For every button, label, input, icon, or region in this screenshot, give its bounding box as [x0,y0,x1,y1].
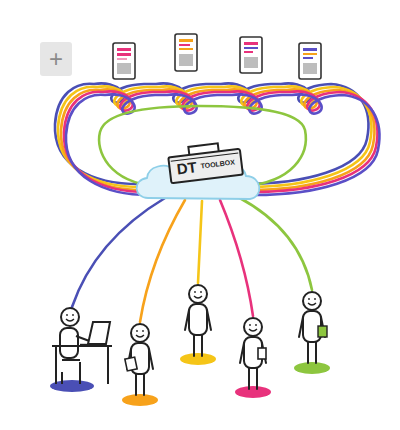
laptop-base [80,344,106,346]
loop-line [58,86,372,187]
plus-sign: + [49,47,63,71]
text-bar [179,44,190,46]
card [318,326,327,337]
text-bar [303,48,317,51]
page [240,37,262,73]
text-bar [117,48,131,51]
text-bar [244,47,258,49]
people-lines [72,197,312,322]
ground-ellipse [294,362,330,374]
document-icon [175,34,197,71]
document-icon [240,37,262,73]
add-button: + [40,42,72,76]
loop-line [99,106,306,186]
text-bar [117,58,127,60]
image-block [179,54,193,66]
image-block [303,63,317,74]
text-bar [244,42,258,45]
person-body [60,328,78,358]
eye [72,314,74,316]
smile [66,319,74,321]
person-line [238,197,312,290]
text-bar [244,51,253,53]
eye [66,314,68,316]
page [175,34,197,71]
person [185,285,211,356]
ground-ellipse [122,394,158,406]
ground-ellipse [180,353,216,365]
text-bar [303,53,317,55]
image-block [117,63,131,74]
desk [52,346,112,384]
text-bar [179,39,193,42]
person-line [140,200,185,322]
text-bar [179,48,193,50]
image-block [244,57,258,68]
text-bar [303,57,313,59]
person [240,318,266,389]
page [299,43,321,79]
loop-line [61,89,375,190]
person-line [72,198,165,307]
desk-person [52,308,112,384]
document-icon [299,43,321,79]
document-loops [55,83,380,195]
person-head [61,308,79,326]
person-line [198,201,202,283]
laptop [88,322,110,344]
ground-ellipse [235,386,271,398]
toolbox-body [168,149,243,184]
page [113,43,135,79]
person-legs [62,360,80,384]
phone [258,348,266,359]
ground-marks [50,353,330,406]
loop-line [64,91,378,192]
person-line [220,200,253,316]
toolbox-logo: DT [176,159,198,176]
text-bar [117,53,131,56]
document-icon [113,43,135,79]
notebook [125,357,137,371]
document-icons [113,34,321,79]
